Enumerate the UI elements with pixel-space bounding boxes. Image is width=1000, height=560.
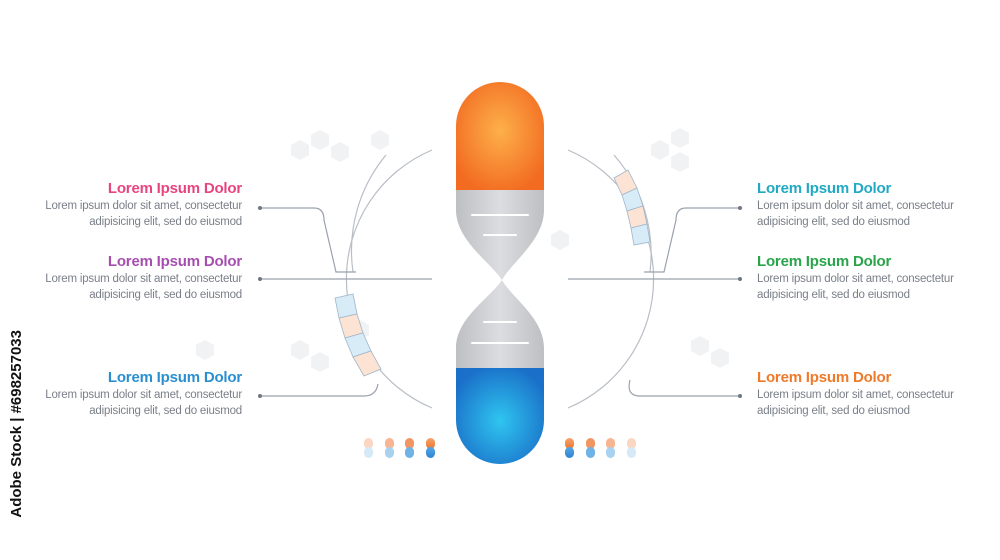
- right-segment-bar: [613, 169, 651, 246]
- item-text-line: adipisicing elit, sed do eiusmod: [757, 405, 910, 417]
- stock-watermark: Adobe Stock | #698257033: [8, 330, 25, 518]
- pill-icon: [426, 438, 435, 458]
- central-capsule-icon: [456, 82, 544, 464]
- item-text-line: Lorem ipsum dolor sit amet, consectetur: [757, 389, 954, 401]
- connector-dots: [258, 206, 742, 398]
- pill-icon: [565, 438, 574, 458]
- item-text-line: adipisicing elit, sed do eiusmod: [89, 289, 242, 301]
- item-text-line: Lorem ipsum dolor sit amet, consectetur: [757, 200, 954, 212]
- info-item-right-3: Lorem Ipsum Dolor Lorem ipsum dolor sit …: [757, 369, 997, 419]
- item-text-line: adipisicing elit, sed do eiusmod: [89, 216, 242, 228]
- pill-icon: [405, 438, 414, 458]
- item-text-line: adipisicing elit, sed do eiusmod: [89, 405, 242, 417]
- connector-lines: [260, 207, 740, 397]
- info-item-left-2: Lorem Ipsum Dolor Lorem ipsum dolor sit …: [2, 253, 242, 303]
- item-title: Lorem Ipsum Dolor: [107, 180, 242, 197]
- info-item-right-1: Lorem Ipsum Dolor Lorem ipsum dolor sit …: [757, 180, 997, 230]
- mini-pills-left: [364, 438, 435, 458]
- item-text-line: adipisicing elit, sed do eiusmod: [757, 216, 910, 228]
- item-title: Lorem Ipsum Dolor: [757, 253, 892, 270]
- info-item-left-3: Lorem Ipsum Dolor Lorem ipsum dolor sit …: [2, 369, 242, 419]
- pill-icon: [627, 438, 636, 458]
- item-title: Lorem Ipsum Dolor: [757, 180, 892, 197]
- item-text-line: Lorem ipsum dolor sit amet, consectetur: [757, 273, 954, 285]
- pill-icon: [385, 438, 394, 458]
- item-title: Lorem Ipsum Dolor: [757, 369, 892, 386]
- item-title: Lorem Ipsum Dolor: [107, 253, 242, 270]
- pill-icon: [586, 438, 595, 458]
- pill-icon: [364, 438, 373, 458]
- item-text-line: Lorem ipsum dolor sit amet, consectetur: [45, 389, 242, 401]
- item-text-line: Lorem ipsum dolor sit amet, consectetur: [45, 273, 242, 285]
- info-item-right-2: Lorem Ipsum Dolor Lorem ipsum dolor sit …: [757, 253, 997, 303]
- pill-icon: [606, 438, 615, 458]
- item-text-line: adipisicing elit, sed do eiusmod: [757, 289, 910, 301]
- item-text-line: Lorem ipsum dolor sit amet, consectetur: [45, 200, 242, 212]
- info-item-left-1: Lorem Ipsum Dolor Lorem ipsum dolor sit …: [2, 180, 242, 230]
- item-title: Lorem Ipsum Dolor: [107, 369, 242, 386]
- left-segment-bar: [334, 293, 382, 377]
- mini-pills-right: [565, 438, 636, 458]
